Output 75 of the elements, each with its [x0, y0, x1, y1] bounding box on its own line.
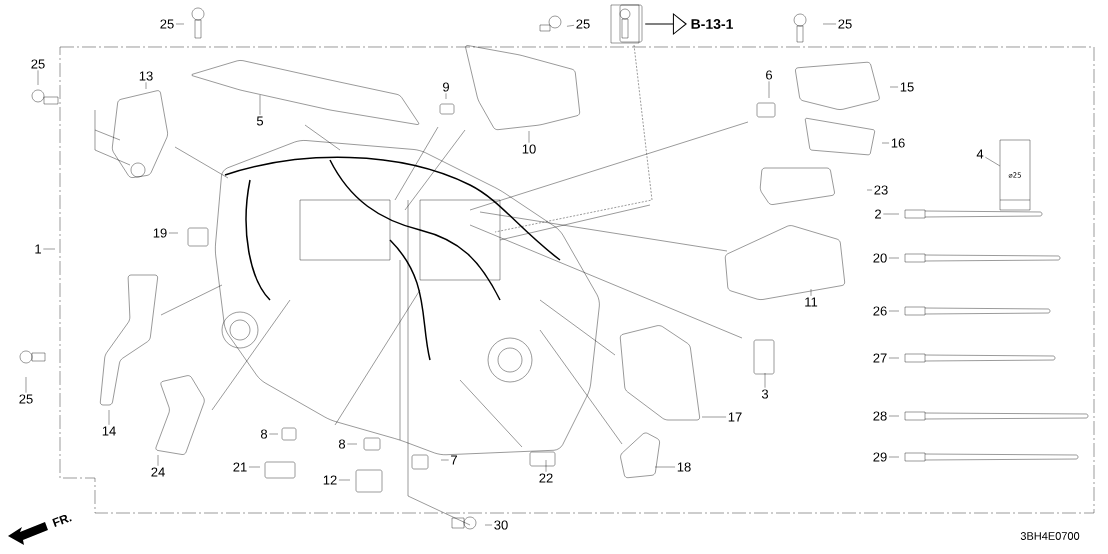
callout-number: 3 — [761, 389, 769, 399]
leader-line — [259, 94, 261, 115]
leader-line — [888, 310, 900, 312]
callout-number: 19 — [153, 228, 167, 238]
callout-number: 14 — [102, 426, 116, 436]
leader-line — [881, 142, 890, 144]
callout-number: 17 — [728, 412, 742, 422]
callout-number: 23 — [874, 185, 888, 195]
callout-number: 28 — [873, 411, 887, 421]
leader-line — [764, 372, 766, 388]
leader-line — [484, 524, 493, 526]
callout-number: 18 — [677, 462, 691, 472]
leader-line — [338, 479, 351, 481]
callout-number: 16 — [891, 138, 905, 148]
leader-line — [248, 466, 261, 468]
leader-line — [528, 130, 530, 143]
callout-number: 24 — [151, 467, 165, 477]
leader-line — [347, 443, 358, 445]
leader-line — [37, 70, 39, 86]
callout-number: 25 — [19, 394, 33, 404]
leader-line — [145, 82, 147, 90]
callout-number: 1 — [35, 244, 41, 254]
callout-number: 26 — [873, 306, 887, 316]
leader-line — [888, 257, 900, 259]
callout-number: 4 — [976, 149, 984, 159]
bolt-picture — [610, 4, 640, 44]
leader-line — [168, 232, 179, 234]
leader-line — [768, 81, 770, 99]
leader-line — [545, 459, 547, 472]
callout-number: 5 — [256, 116, 264, 126]
reference-arrow — [644, 13, 687, 35]
callout-number: 6 — [766, 70, 773, 80]
callout-number: 25 — [31, 59, 45, 69]
callout-number: 8 — [260, 429, 268, 439]
callout-number: 2 — [875, 209, 881, 219]
leader-line — [822, 23, 837, 25]
callout-number: 30 — [494, 520, 508, 530]
callout-number: 25 — [160, 19, 174, 29]
callout-number: 21 — [233, 462, 247, 472]
leader-line — [566, 25, 575, 27]
callout-number: 8 — [338, 439, 346, 449]
leader-line — [889, 86, 899, 88]
callout-number: 29 — [873, 452, 887, 462]
leader-line — [883, 213, 900, 215]
callout-number: 7 — [451, 455, 457, 465]
leader-line — [269, 433, 279, 435]
leader-line — [654, 466, 676, 468]
callout-number: 9 — [443, 82, 449, 92]
drawing-number: 3BH4E0700 — [1020, 532, 1080, 540]
callout-number: 25 — [576, 19, 590, 29]
leader-line — [810, 288, 812, 297]
leader-line — [701, 416, 727, 418]
reference-label: B-13-1 — [691, 19, 733, 29]
leader-line — [108, 409, 110, 426]
leader-line — [157, 454, 159, 466]
callout-number: 27 — [873, 353, 887, 363]
callout-number: 22 — [539, 473, 553, 483]
leader-line — [43, 248, 56, 250]
leader-line — [440, 459, 449, 461]
callout-number: 20 — [873, 253, 887, 263]
callout-number: 25 — [838, 19, 852, 29]
callout-number: 15 — [900, 82, 914, 92]
leader-line — [888, 357, 900, 359]
leader-line — [866, 189, 873, 191]
direction-label: FR. — [52, 514, 72, 527]
callout-number: 12 — [323, 475, 337, 485]
leader-line — [445, 93, 447, 100]
leader-line — [888, 415, 900, 417]
leader-line — [985, 157, 1000, 167]
leader-line — [888, 456, 900, 458]
leader-line — [25, 376, 27, 393]
callout-number: 11 — [805, 297, 818, 307]
leader-line — [175, 23, 185, 25]
callout-number: 13 — [139, 71, 153, 81]
callout-number: 10 — [522, 144, 536, 154]
